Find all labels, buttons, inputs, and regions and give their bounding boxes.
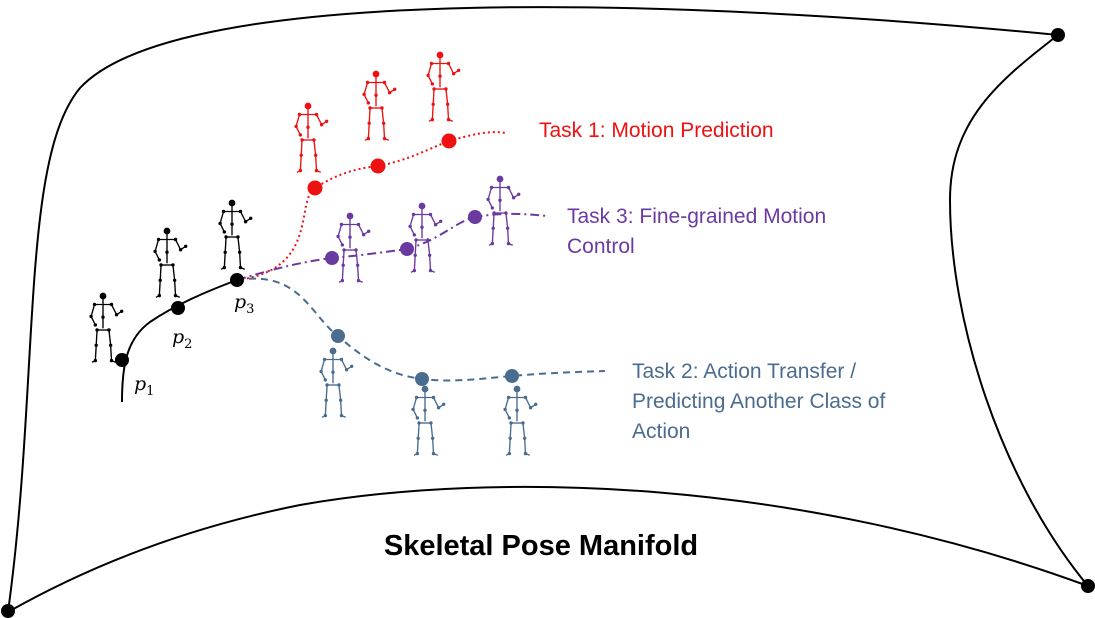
task2-trajectory [236, 277, 606, 382]
manifold-corner-bottom-right [1081, 579, 1095, 593]
skeleton-task2-2 [410, 385, 447, 456]
manifold-title: Skeletal Pose Manifold [384, 530, 698, 562]
task1-point-1 [307, 180, 323, 196]
task3-point-1 [325, 251, 339, 265]
point-label-p2: p2 [172, 326, 192, 352]
manifold-corner-top-right [1051, 28, 1065, 42]
task2-label: Task 2: Action Transfer / Predicting Ano… [632, 360, 891, 443]
task1-point-3 [441, 133, 457, 149]
observed-point-p2 [171, 301, 185, 315]
observed-point-p1 [115, 353, 129, 367]
task3-point-3 [468, 210, 482, 224]
skeleton-observed-3 [217, 199, 254, 270]
skeleton-task1-3 [425, 51, 462, 122]
skeleton-observed-2 [152, 227, 189, 298]
task1-label: Task 1: Motion Prediction [539, 119, 774, 142]
task2-point-2 [415, 372, 429, 386]
task2-point-3 [505, 369, 519, 383]
skeleton-task1-1 [293, 102, 330, 173]
skeleton-observed-1 [88, 292, 125, 363]
skeleton-task2-3 [502, 385, 539, 456]
point-label-p3: p3 [234, 291, 254, 317]
observed-point-p3 [230, 273, 244, 287]
task3-point-2 [400, 242, 414, 256]
skeleton-task3-1 [335, 212, 372, 283]
task3-trajectory [236, 212, 549, 281]
task3-label: Task 3: Fine-grained Motion Control [567, 205, 832, 258]
observed-trajectory [121, 279, 238, 403]
skeleton-task3-3 [485, 175, 522, 246]
task2-point-1 [331, 329, 345, 343]
task1-trajectory [236, 131, 506, 281]
skeleton-task1-2 [361, 70, 398, 141]
point-label-p1: p1 [134, 373, 154, 399]
task1-point-2 [370, 158, 386, 174]
skeleton-task2-1 [318, 347, 355, 418]
manifold-corner-bottom-left [1, 604, 15, 618]
skeleton-task3-2 [407, 202, 444, 273]
manifold-outline [6, 6, 1092, 614]
